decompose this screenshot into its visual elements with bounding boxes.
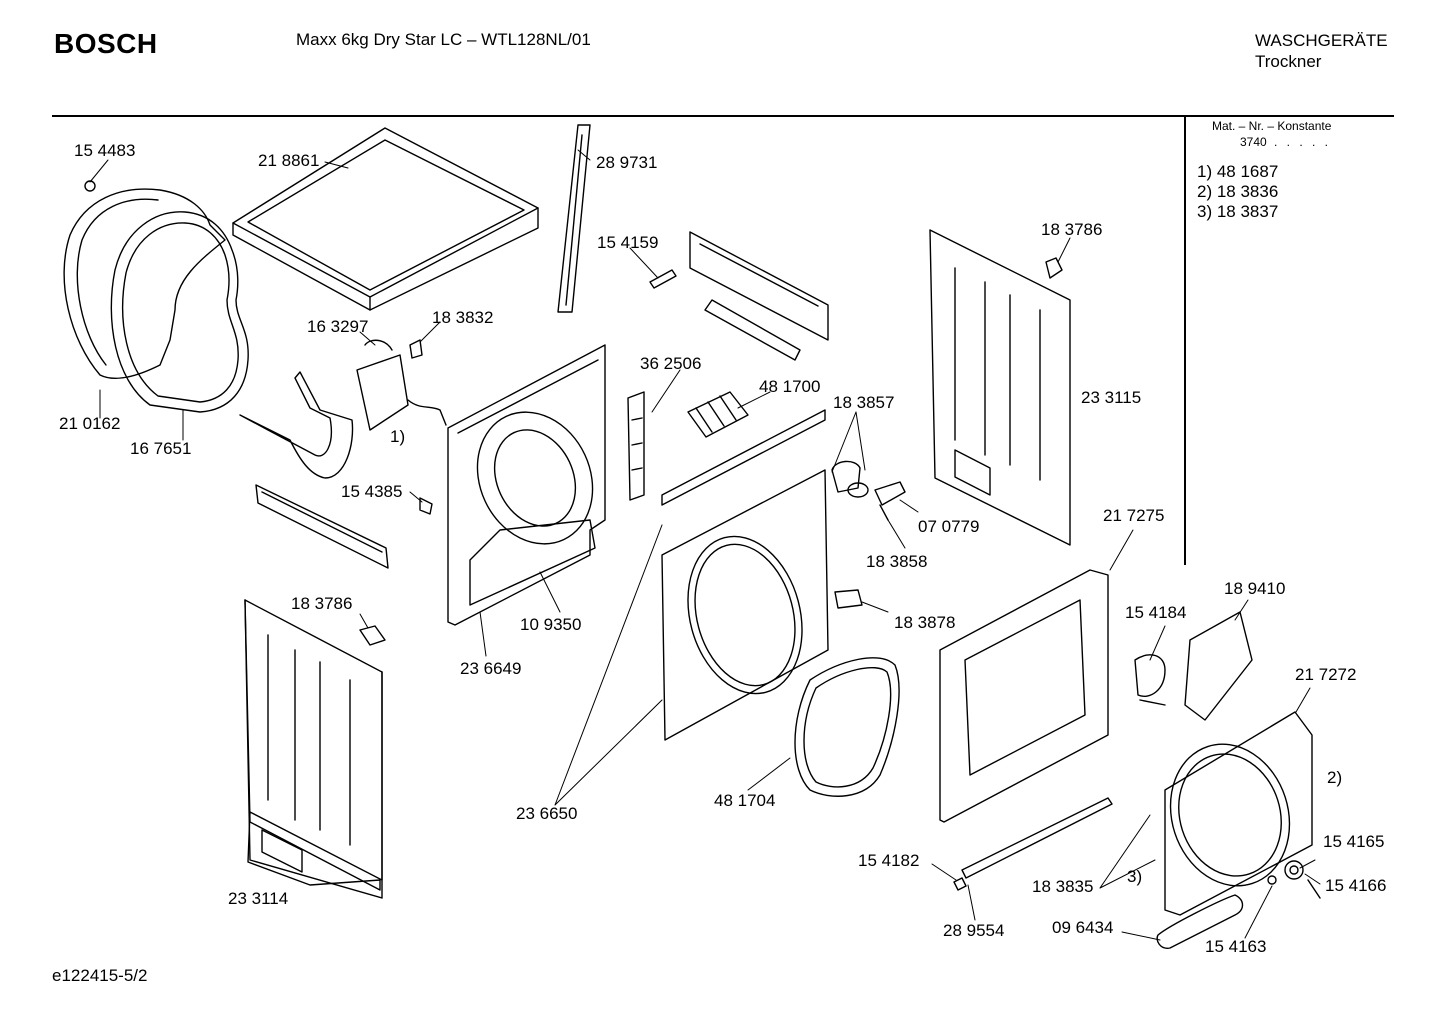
- part-label: 28 9554: [943, 921, 1005, 940]
- leader-lines: [89, 149, 1321, 941]
- control-panel-bracket: [627, 231, 829, 501]
- material-box-divider: [1184, 117, 1186, 565]
- category-line-1: WASCHGERÄTE: [1255, 31, 1388, 50]
- part-label: 48 1700: [759, 377, 821, 396]
- model-title: Maxx 6kg Dry Star LC – WTL128NL/01: [296, 30, 591, 49]
- material-note-2: 2) 18 3836: [1197, 182, 1279, 201]
- part-label: 15 4165: [1323, 832, 1385, 851]
- door-seal: [794, 657, 900, 797]
- part-label: 15 4166: [1325, 876, 1387, 895]
- terminal-block: [687, 391, 749, 438]
- part-label: 16 3297: [307, 317, 369, 336]
- part-label: 28 9731: [596, 153, 658, 172]
- door-frame: [661, 409, 829, 741]
- rear-wall: [447, 344, 606, 626]
- part-label: 23 3114: [228, 889, 289, 908]
- part-label: 48 1704: [714, 791, 776, 810]
- part-label: 18 9410: [1224, 579, 1286, 598]
- part-label: 18 3835: [1032, 877, 1094, 896]
- part-label: 21 7275: [1103, 506, 1165, 525]
- material-note-1: 1) 48 1687: [1197, 162, 1279, 181]
- part-label: 18 3858: [866, 552, 928, 571]
- side-panel-right: [929, 229, 1071, 546]
- material-dots: . . . . .: [1274, 135, 1332, 149]
- part-label: 18 3832: [432, 308, 494, 327]
- vertical-strip: [557, 124, 591, 313]
- part-label: 36 2506: [640, 354, 702, 373]
- part-label: 3): [1127, 867, 1143, 886]
- part-label: 23 6650: [516, 804, 578, 823]
- small-parts-cluster: [831, 460, 906, 609]
- document-id: e122415-5/2: [52, 966, 148, 985]
- part-label: 1): [390, 427, 406, 446]
- rear-bearing-ring: [63, 180, 226, 380]
- side-panel-left: [244, 599, 386, 899]
- part-label: 2): [1327, 768, 1343, 787]
- top-cover: [232, 127, 539, 311]
- part-label: 21 8861: [258, 151, 320, 170]
- air-duct: [239, 371, 354, 479]
- part-label: 15 4184: [1125, 603, 1187, 622]
- part-label: 09 6434: [1052, 918, 1114, 937]
- front-frame: [939, 569, 1109, 823]
- part-label: 23 3115: [1081, 388, 1142, 407]
- part-label: 21 0162: [59, 414, 121, 433]
- part-label: 18 3786: [291, 594, 353, 613]
- part-label: 15 4483: [74, 141, 136, 160]
- part-label: 18 3857: [833, 393, 895, 412]
- part-label: 15 4182: [858, 851, 920, 870]
- part-label: 21 7272: [1295, 665, 1357, 684]
- category-line-2: Trockner: [1255, 52, 1322, 71]
- header-divider: [52, 115, 1394, 117]
- material-number-heading: Mat. – Nr. – Konstante: [1212, 119, 1332, 133]
- part-label: 15 4163: [1205, 937, 1267, 956]
- material-constant: 3740: [1240, 135, 1267, 149]
- part-label: 15 4385: [341, 482, 403, 501]
- category-block: WASCHGERÄTE Trockner: [1255, 30, 1388, 72]
- part-label: 15 4159: [597, 233, 659, 252]
- felt-seal-ring: [110, 211, 249, 413]
- part-label: 23 6649: [460, 659, 522, 678]
- part-label: 07 0779: [918, 517, 980, 536]
- material-note-3: 3) 18 3837: [1197, 202, 1279, 221]
- part-label: 10 9350: [520, 615, 582, 634]
- brand-logo: BOSCH: [54, 28, 158, 59]
- front-panel: [1134, 611, 1313, 916]
- cross-bracket: [255, 484, 433, 569]
- bottom-strip: [953, 797, 1321, 949]
- part-label: 18 3878: [894, 613, 956, 632]
- part-label: 16 7651: [130, 439, 192, 458]
- heater-assembly: [356, 339, 447, 431]
- part-label: 18 3786: [1041, 220, 1103, 239]
